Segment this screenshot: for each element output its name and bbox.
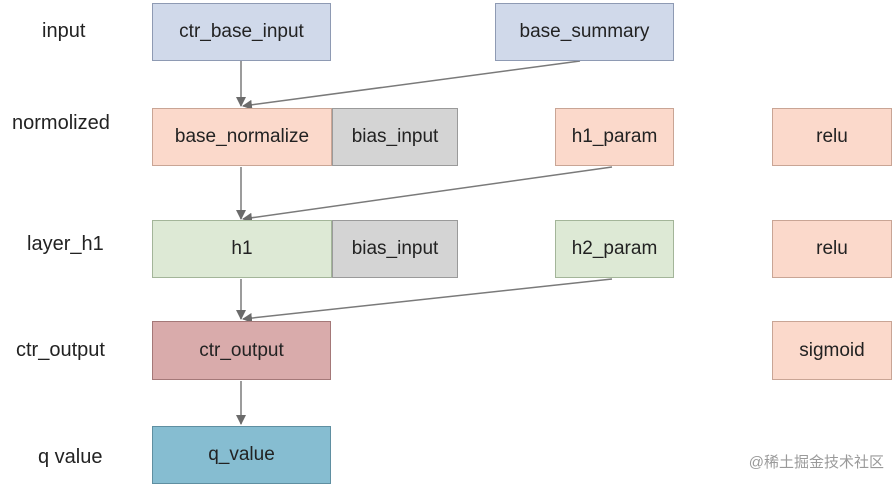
row-label-normalized: normolized	[12, 112, 110, 134]
arrow-h2-param-to-ctr-output	[242, 278, 613, 324]
node-q-value: q_value	[152, 426, 331, 484]
node-ctr-output: ctr_output	[152, 321, 331, 380]
node-bias-input-1: bias_input	[332, 108, 458, 166]
node-base-normalize: base_normalize	[152, 108, 332, 166]
node-sigmoid: sigmoid	[772, 321, 892, 380]
node-relu-1: relu	[772, 108, 892, 166]
node-relu-2: relu	[772, 220, 892, 278]
node-h2-param: h2_param	[555, 220, 674, 278]
row-label-ctr-output: ctr_output	[16, 339, 105, 361]
node-ctr-base-input: ctr_base_input	[152, 3, 331, 61]
row-label-q-value: q value	[38, 446, 103, 468]
node-base-summary: base_summary	[495, 3, 674, 61]
row-label-layer-h1: layer_h1	[27, 233, 104, 255]
node-bias-input-2: bias_input	[332, 220, 458, 278]
row-label-input: input	[42, 20, 86, 42]
arrow-h1-param-to-h1	[242, 166, 613, 223]
node-h1: h1	[152, 220, 332, 278]
node-h1-param: h1_param	[555, 108, 674, 166]
watermark: @稀土掘金技术社区	[748, 454, 884, 471]
arrow-base-summary-to-base-normalize	[242, 60, 581, 110]
